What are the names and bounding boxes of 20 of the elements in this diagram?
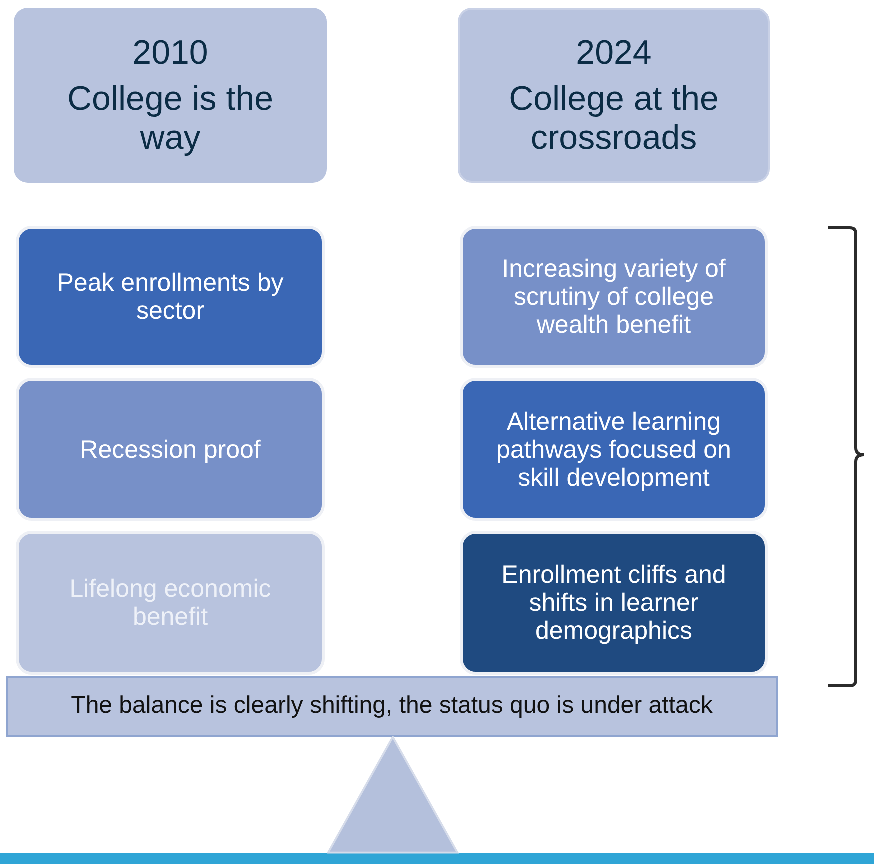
factor-box: [16, 226, 325, 368]
balance-beam: [6, 676, 778, 737]
factor-box: [16, 378, 325, 521]
fulcrum-triangle: [327, 736, 459, 854]
factor-box: [460, 531, 768, 675]
year-label: 2010: [132, 34, 208, 72]
body-text: Recession proof: [80, 436, 261, 464]
body-text: Peak enrollments by sector: [56, 269, 285, 325]
heading-text: College is the way: [66, 80, 274, 157]
header-box: [14, 8, 327, 183]
heading-text: College at the crossroads: [508, 80, 720, 157]
factor-box: [16, 531, 325, 675]
body-text: The balance is clearly shifting, the status quo is under attack: [71, 693, 713, 720]
header-box: [458, 8, 770, 183]
factor-box: [460, 378, 768, 521]
body-text: Alternative learning pathways focused on skill development: [496, 408, 732, 492]
body-text: Enrollment cliffs and shifts in learner demographics: [500, 561, 728, 645]
factor-box: [460, 226, 768, 368]
body-text: Increasing variety of scrutiny of college wealth benefit: [501, 255, 727, 339]
year-label: 2024: [576, 34, 652, 72]
